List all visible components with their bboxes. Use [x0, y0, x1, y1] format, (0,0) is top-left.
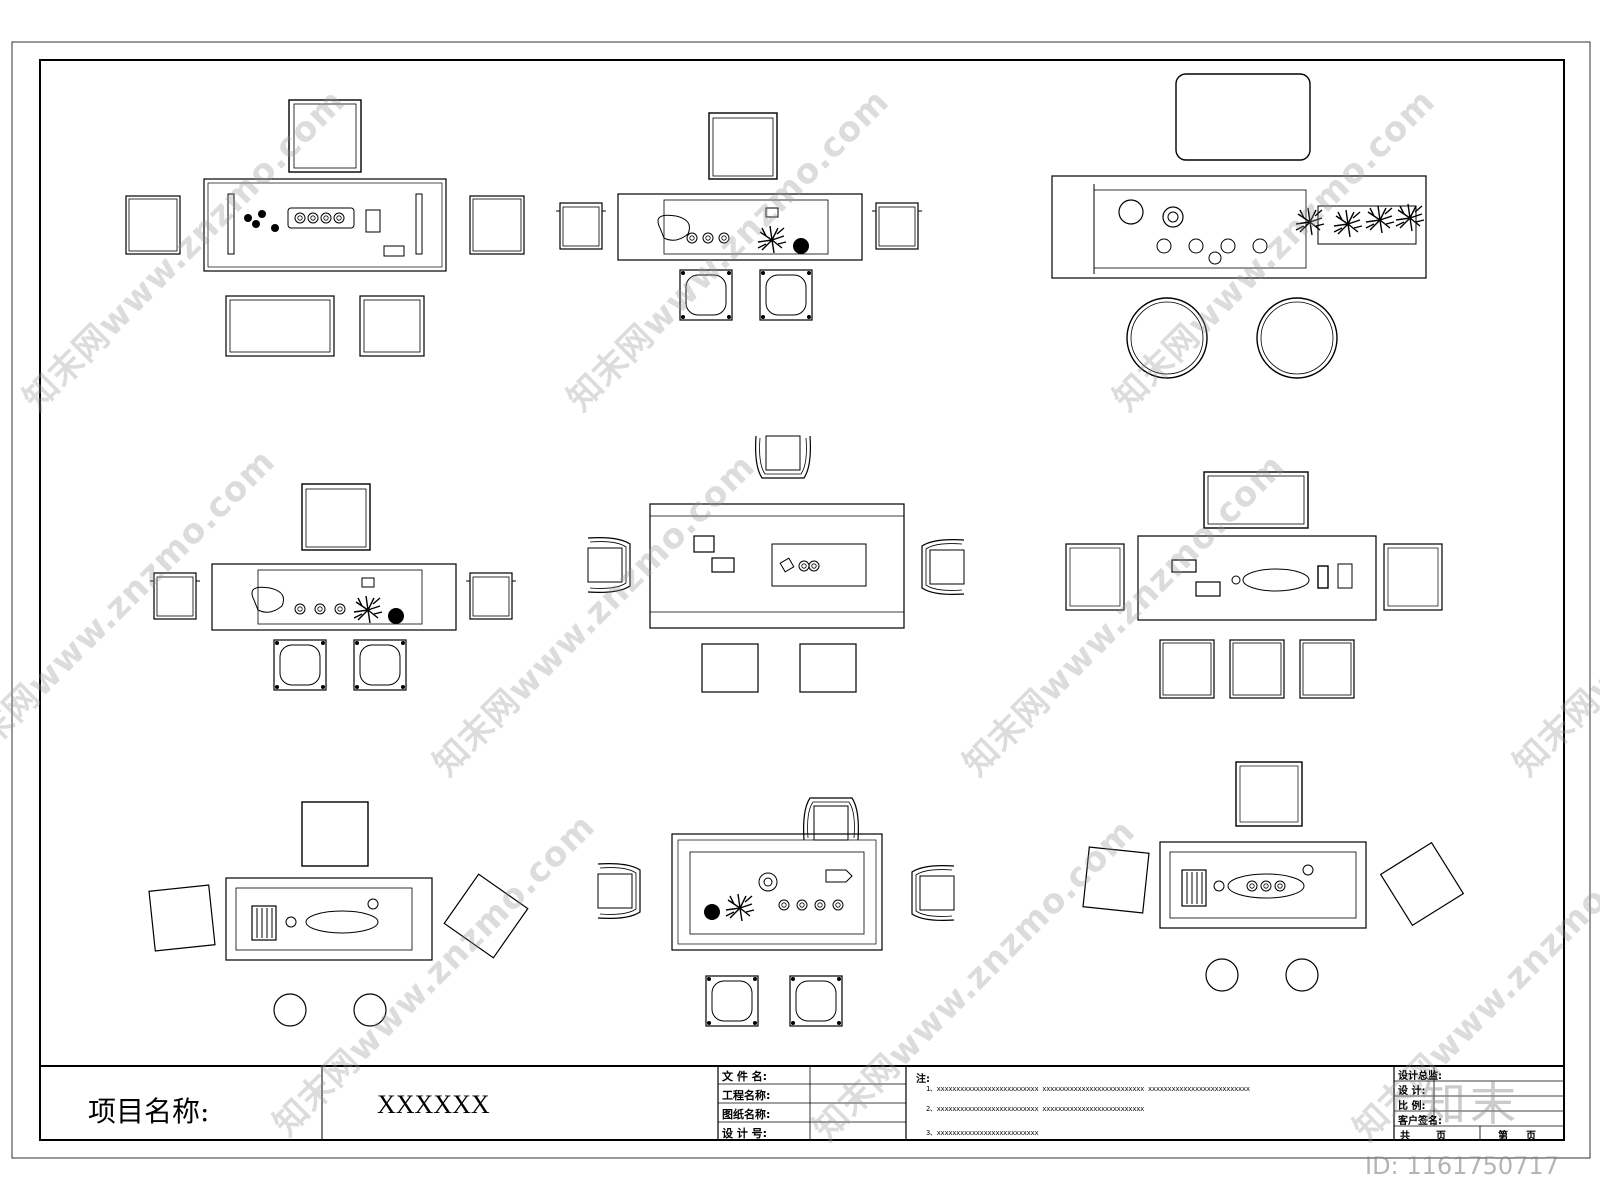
sign-scale: 比 例: — [1398, 1101, 1426, 1112]
sign-designer: 设 计: — [1398, 1086, 1426, 1097]
field-design-number: 设 计 号: — [722, 1127, 768, 1140]
image-id: ID: 1161750717 — [1365, 1152, 1559, 1180]
note-line-3: 3、xxxxxxxxxxxxxxxxxxxxxxxxxx — [926, 1129, 1039, 1137]
tea-table-layout-2 — [555, 112, 923, 321]
notes-label: 注: — [916, 1074, 930, 1085]
project-name-label: 项目名称: — [88, 1095, 210, 1128]
tea-table-layout-7 — [148, 801, 529, 1027]
field-drawing-name: 图纸名称: — [722, 1108, 771, 1121]
watermark-logo: 知末 — [1420, 1077, 1520, 1131]
page-total-label: 共 — [1400, 1131, 1410, 1142]
page-current-label: 第 — [1498, 1131, 1508, 1142]
title-block — [40, 1065, 1564, 1140]
field-project-name: 工程名称: — [722, 1089, 771, 1102]
field-file-name: 文 件 名: — [722, 1070, 768, 1083]
project-name-value: XXXXXX — [377, 1090, 490, 1119]
tea-table-layout-3 — [1051, 73, 1427, 379]
tea-table-layout-4 — [149, 483, 517, 691]
note-line-2: 2、xxxxxxxxxxxxxxxxxxxxxxxxxx xxxxxxxxxxx… — [926, 1105, 1145, 1113]
page-unit-2: 页 — [1526, 1131, 1536, 1142]
tea-table-layout-9 — [1082, 761, 1465, 992]
page-unit-1: 页 — [1436, 1131, 1446, 1142]
sign-client: 客户签名: — [1398, 1116, 1442, 1127]
note-line-1: 1、xxxxxxxxxxxxxxxxxxxxxxxxxx xxxxxxxxxxx… — [926, 1085, 1250, 1093]
sign-design-director: 设计总监: — [1398, 1071, 1442, 1082]
tea-table-layout-6 — [1065, 471, 1443, 699]
tea-table-layout-1 — [125, 99, 525, 357]
tea-table-layout-8 — [597, 797, 955, 1027]
tea-table-layout-5 — [587, 435, 965, 693]
